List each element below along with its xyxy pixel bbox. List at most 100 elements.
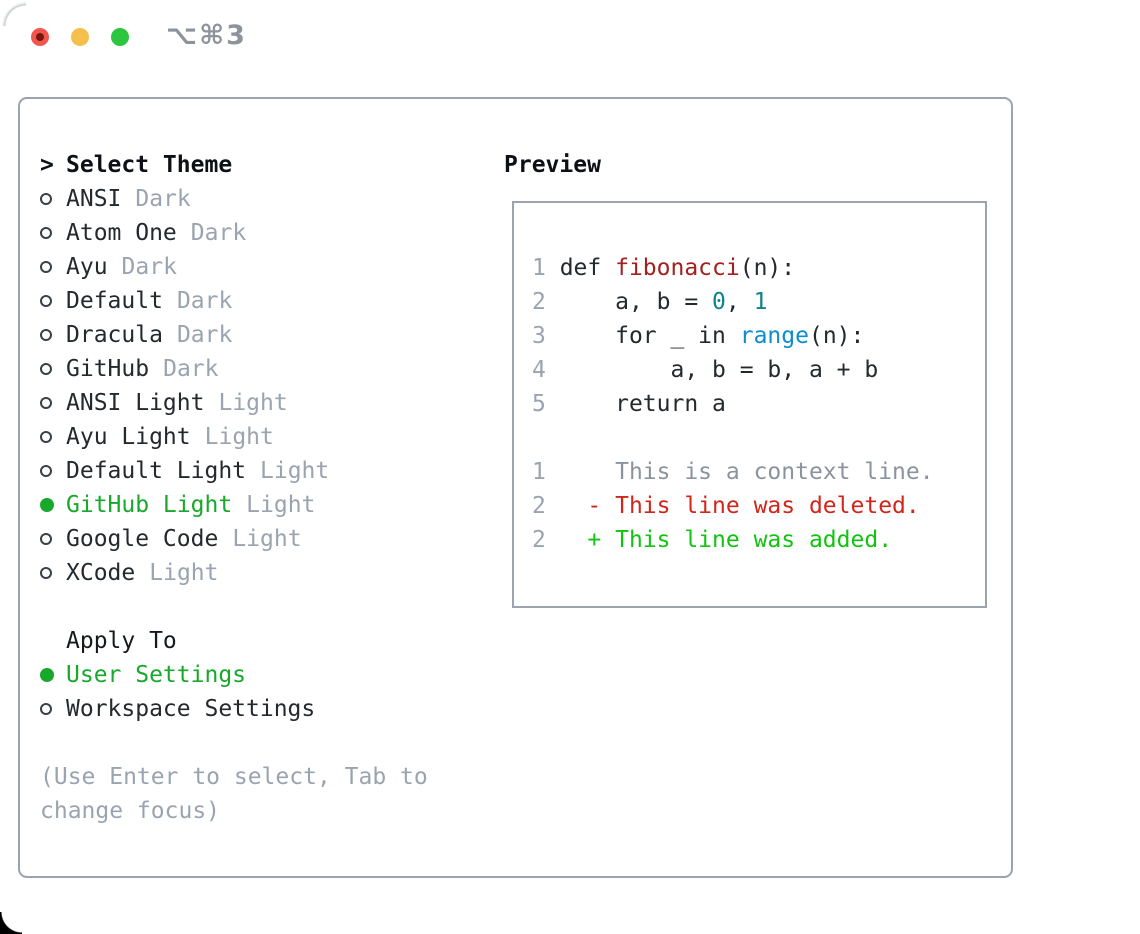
hint-text: change focus): [40, 798, 221, 824]
theme-variant-label: Light: [149, 560, 219, 586]
code-token: fibonacci: [615, 255, 740, 281]
code-blank-line: [532, 421, 985, 455]
code-token: a, b = b, a + b: [559, 357, 879, 383]
theme-option-atom-one-label: Atom One: [66, 220, 177, 246]
code-token: 0: [712, 289, 726, 315]
theme-option-ayu-light[interactable]: Ayu Light Light: [40, 420, 428, 454]
radio-unselected-icon: [40, 397, 66, 409]
line-number: 5: [532, 391, 560, 417]
line-number: 1: [532, 459, 560, 485]
theme-option-default-light[interactable]: Default Light Light: [40, 454, 428, 488]
apply-option-user-settings-label: User Settings: [66, 662, 247, 688]
code-token: return a: [559, 391, 726, 417]
radio-unselected-icon: [40, 703, 66, 715]
theme-option-atom-one[interactable]: Atom One Dark: [40, 216, 428, 250]
theme-option-ayu[interactable]: Ayu Dark: [40, 250, 428, 284]
hint-text: (Use Enter to select, Tab to: [40, 764, 428, 790]
code-token: - This line was deleted.: [559, 493, 920, 519]
code-token: ,: [725, 289, 754, 315]
radio-unselected-icon: [40, 261, 66, 273]
apply-to-title: Apply To: [66, 628, 177, 654]
window-corner-bottom-left: [0, 912, 22, 934]
radio-circle: [40, 261, 52, 273]
theme-option-github-light-label: GitHub Light: [66, 492, 233, 518]
theme-variant-label: Dark: [190, 220, 247, 246]
minimize-button[interactable]: [71, 28, 89, 46]
radio-circle: [40, 193, 52, 205]
code-line: 5 return a: [532, 387, 985, 421]
theme-option-google-code-label: Google Code: [66, 526, 219, 552]
theme-option-xcode-label: XCode: [66, 560, 136, 586]
code-token: (n):: [739, 255, 796, 281]
code-token: a, b =: [559, 289, 713, 315]
titlebar: ⌥⌘3: [0, 0, 1140, 70]
radio-unselected-icon: [40, 567, 66, 579]
code-token: def: [559, 255, 616, 281]
radio-circle: [40, 533, 52, 545]
code-line: 2 a, b = 0, 1: [532, 285, 985, 319]
code-token: range: [739, 323, 809, 349]
radio-unselected-icon: [40, 227, 66, 239]
radio-selected-icon: [40, 668, 66, 682]
apply-option-workspace-settings[interactable]: Workspace Settings: [40, 692, 428, 726]
code-line: 3 for _ in range(n):: [532, 319, 985, 353]
line-number: 3: [532, 323, 560, 349]
theme-option-ayu-label: Ayu: [66, 254, 108, 280]
window-corner-top-left: [0, 0, 26, 26]
preview-title: Preview: [504, 152, 601, 178]
theme-option-default-light-label: Default Light: [66, 458, 247, 484]
radio-circle: [40, 703, 52, 715]
theme-option-ayu-light-label: Ayu Light: [66, 424, 191, 450]
theme-variant-label: Dark: [121, 254, 177, 280]
code-line: 2 - This line was deleted.: [532, 489, 985, 523]
theme-variant-label: Light: [204, 424, 274, 450]
radio-circle: [40, 227, 52, 239]
theme-variant-label: Light: [260, 458, 330, 484]
theme-option-github-light[interactable]: GitHub Light Light: [40, 488, 428, 522]
theme-variant-label: Dark: [176, 322, 233, 348]
radio-unselected-icon: [40, 431, 66, 443]
code-token: (n):: [808, 323, 865, 349]
theme-option-google-code[interactable]: Google Code Light: [40, 522, 428, 556]
traffic-lights: [31, 28, 129, 46]
theme-variant-label: Dark: [176, 288, 233, 314]
radio-unselected-icon: [40, 193, 66, 205]
theme-option-xcode[interactable]: XCode Light: [40, 556, 428, 590]
theme-variant-label: Light: [232, 526, 302, 552]
code-line: 4 a, b = b, a + b: [532, 353, 985, 387]
theme-option-ansi-label: ANSI: [66, 186, 122, 212]
code-token: This is a context line.: [559, 459, 934, 485]
radio-circle: [40, 567, 52, 579]
zoom-button[interactable]: [111, 28, 129, 46]
select-theme-header: >Select Theme: [40, 148, 428, 182]
apply-option-workspace-settings-label: Workspace Settings: [66, 696, 316, 722]
theme-variant-label: Dark: [163, 356, 219, 382]
theme-variant-label: Light: [246, 492, 316, 518]
line-number: 2: [532, 289, 560, 315]
theme-variant-label: Dark: [135, 186, 191, 212]
radio-unselected-icon: [40, 329, 66, 341]
radio-circle: [40, 329, 52, 341]
apply-to-header: Apply To: [40, 624, 428, 658]
radio-circle: [40, 363, 52, 375]
radio-circle: [40, 668, 54, 682]
line-number: 2: [532, 493, 560, 519]
apply-option-user-settings[interactable]: User Settings: [40, 658, 428, 692]
theme-option-ansi[interactable]: ANSI Dark: [40, 182, 428, 216]
radio-circle: [40, 397, 52, 409]
radio-unselected-icon: [40, 533, 66, 545]
spacer-row: [40, 590, 428, 624]
radio-circle: [40, 295, 52, 307]
radio-unselected-icon: [40, 465, 66, 477]
code-line: 1 def fibonacci(n):: [532, 251, 985, 285]
theme-option-default-label: Default: [66, 288, 163, 314]
theme-option-default[interactable]: Default Dark: [40, 284, 428, 318]
close-button[interactable]: [31, 28, 49, 46]
